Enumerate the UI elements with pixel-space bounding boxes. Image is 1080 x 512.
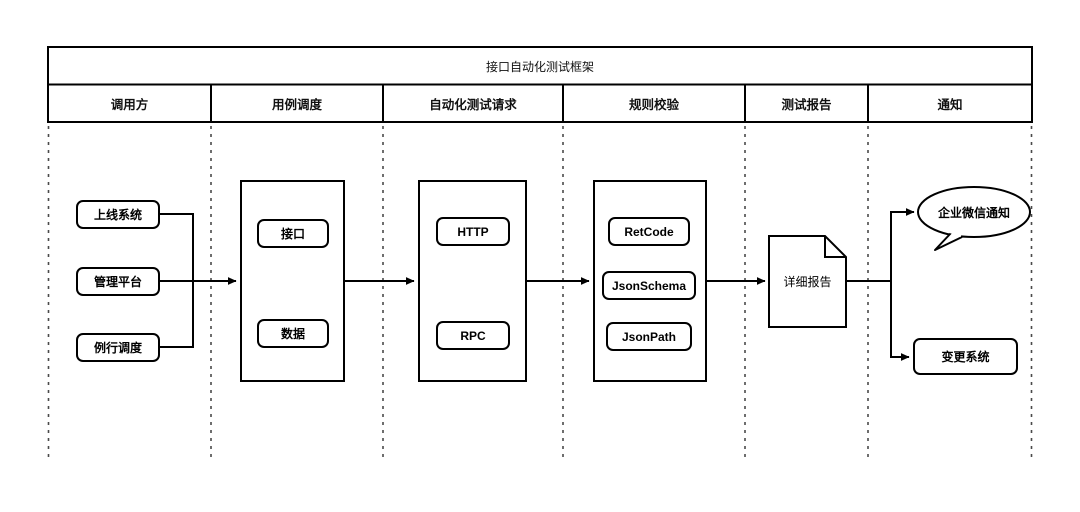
node-interface[interactable]: 接口: [257, 219, 329, 248]
node-routine-schedule[interactable]: 例行调度: [76, 333, 160, 362]
container-auto-test-request: [418, 180, 527, 382]
diagram-title: 接口自动化测试框架: [485, 59, 594, 74]
node-wecom-notify-label[interactable]: 企业微信通知: [937, 205, 1010, 220]
report-document-shape: [768, 235, 847, 328]
lane-header-notify: 通知: [937, 98, 963, 112]
node-detail-report-label[interactable]: 详细报告: [783, 274, 832, 289]
lane-header-rule-check: 规则校验: [628, 98, 679, 112]
node-change-system[interactable]: 变更系统: [913, 338, 1018, 375]
node-retcode[interactable]: RetCode: [608, 217, 690, 246]
lane-header-auto-test-request: 自动化测试请求: [429, 98, 517, 112]
wecom-notify-bubble-shape: [917, 186, 1031, 251]
node-online-system[interactable]: 上线系统: [76, 200, 160, 229]
lane-column-separators: [210, 84, 869, 122]
node-data[interactable]: 数据: [257, 319, 329, 348]
node-jsonpath[interactable]: JsonPath: [606, 322, 692, 351]
container-case-schedule: [240, 180, 345, 382]
connector-callers-to-schedule: [160, 213, 237, 348]
lane-dashed-guides: [47, 126, 1033, 462]
lane-header-caller: 调用方: [110, 98, 149, 112]
lane-header-test-report: 测试报告: [781, 98, 832, 112]
node-rpc[interactable]: RPC: [436, 321, 510, 350]
connector-report-to-notifications: [846, 208, 915, 361]
node-manage-platform[interactable]: 管理平台: [76, 267, 160, 296]
lane-header-case-schedule: 用例调度: [271, 98, 322, 112]
node-jsonschema[interactable]: JsonSchema: [602, 271, 696, 300]
node-http[interactable]: HTTP: [436, 217, 510, 246]
